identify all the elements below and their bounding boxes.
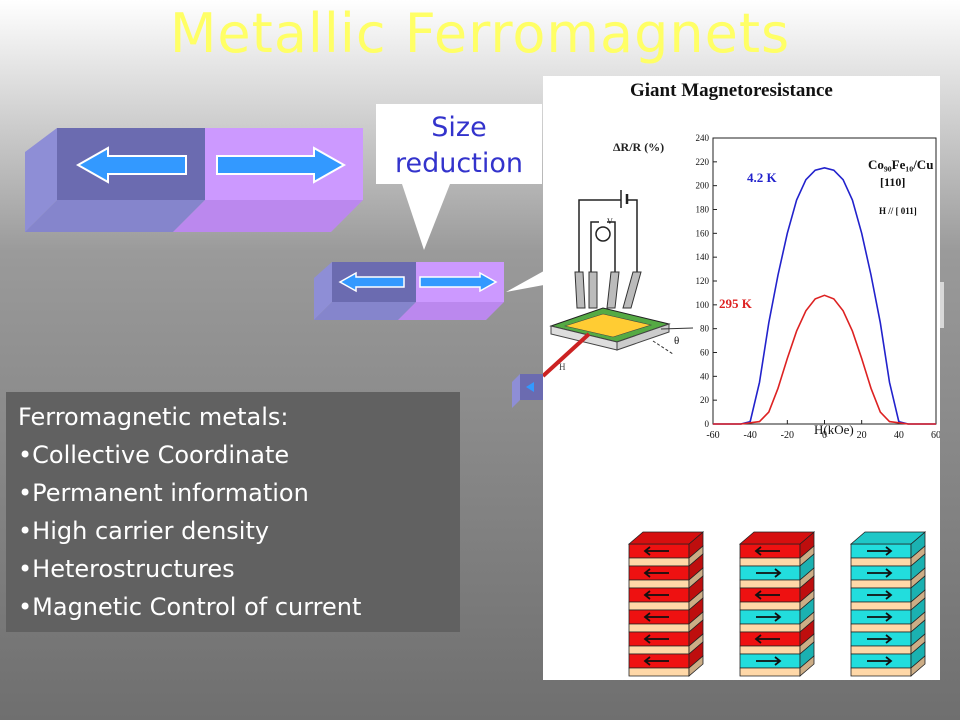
series-line bbox=[713, 166, 936, 425]
x-tick-label: -60 bbox=[706, 430, 719, 441]
gmr-figure: Giant Magnetoresistance ΔR/R (%) H(kOe) … bbox=[541, 80, 942, 677]
y-tick-label: 40 bbox=[700, 371, 710, 381]
y-tick-label: 220 bbox=[696, 157, 710, 167]
list-item: •High carrier density bbox=[18, 517, 270, 545]
y-tick-label: 120 bbox=[696, 276, 710, 286]
x-tick-label: -20 bbox=[781, 430, 794, 441]
figure-title: Giant Magnetoresistance bbox=[630, 80, 833, 101]
x-tick-label: 20 bbox=[857, 430, 867, 441]
size-reduction-callout: Size reduction bbox=[376, 104, 542, 184]
arrow-right-icon bbox=[867, 656, 893, 666]
list-heading: Ferromagnetic metals: bbox=[18, 403, 289, 431]
theta-label: θ bbox=[674, 335, 679, 347]
series-line bbox=[713, 294, 936, 425]
y-tick-label: 100 bbox=[696, 300, 710, 310]
arrow-right-icon bbox=[756, 612, 782, 622]
y-tick-label: 0 bbox=[705, 419, 710, 429]
arrow-left-icon bbox=[643, 656, 669, 666]
large-bar bbox=[25, 128, 363, 232]
small-bar bbox=[512, 374, 544, 408]
arrow-left-icon bbox=[754, 546, 780, 556]
x-tick-label: 40 bbox=[894, 430, 904, 441]
y-tick-label: 140 bbox=[696, 252, 710, 262]
gmr-plot: 020406080100120140160180200220240-60-40-… bbox=[696, 133, 942, 441]
arrow-right-icon bbox=[867, 634, 893, 644]
multilayer-stacks bbox=[627, 531, 927, 677]
arrow-right-icon bbox=[756, 656, 782, 666]
y-tick-label: 180 bbox=[696, 205, 710, 215]
gmr-figure-panel: Giant Magnetoresistance ΔR/R (%) H(kOe) … bbox=[541, 76, 942, 680]
arrow-left-icon bbox=[75, 146, 187, 184]
arrow-left-icon bbox=[754, 590, 780, 600]
field-direction-label: H // [ 011] bbox=[879, 206, 917, 216]
material-label: Co₉₀Fe₁₀/Cu bbox=[868, 157, 933, 172]
arrow-right-icon bbox=[756, 568, 782, 578]
y-tick-label: 20 bbox=[700, 395, 710, 405]
orientation-label: [110] bbox=[880, 175, 905, 189]
x-tick-label: -40 bbox=[743, 430, 756, 441]
arrow-left-icon bbox=[643, 546, 669, 556]
arrow-right-icon bbox=[867, 612, 893, 622]
y-axis-label: ΔR/R (%) bbox=[613, 140, 664, 154]
slide-title: Metallic Ferromagnets bbox=[169, 2, 791, 65]
ferromagnetic-metals-list: Ferromagnetic metals: •Collective Coordi… bbox=[6, 392, 460, 632]
arrow-right-icon bbox=[867, 546, 893, 556]
measurement-setup: V θ H bbox=[541, 190, 694, 378]
arrow-right-icon bbox=[216, 146, 347, 184]
arrow-right-icon bbox=[867, 590, 893, 600]
x-axis-label: H(kOe) bbox=[814, 422, 854, 437]
arrow-left-icon bbox=[643, 568, 669, 578]
y-tick-label: 240 bbox=[696, 133, 710, 143]
arrow-right-icon bbox=[867, 568, 893, 578]
arrow-left-icon bbox=[338, 271, 405, 293]
series-label: 4.2 K bbox=[747, 170, 778, 185]
y-tick-label: 80 bbox=[700, 324, 710, 334]
list-item: •Collective Coordinate bbox=[18, 441, 290, 469]
x-tick-label: 60 bbox=[931, 430, 940, 441]
field-label: H bbox=[559, 362, 566, 372]
series-label: 295 K bbox=[719, 296, 753, 311]
y-tick-label: 200 bbox=[696, 181, 710, 191]
voltmeter-label: V bbox=[607, 217, 613, 226]
arrow-left-icon bbox=[754, 634, 780, 644]
list-item: •Heterostructures bbox=[18, 555, 235, 583]
arrow-left-icon bbox=[643, 634, 669, 644]
x-tick-label: 0 bbox=[822, 430, 827, 441]
y-tick-label: 160 bbox=[696, 228, 710, 238]
y-tick-label: 60 bbox=[700, 348, 710, 358]
callout-line-2: reduction bbox=[395, 148, 523, 179]
arrow-left-icon bbox=[643, 590, 669, 600]
medium-bar bbox=[314, 262, 504, 320]
callout-line-1: Size bbox=[431, 112, 487, 143]
arrow-right-icon bbox=[419, 271, 498, 293]
arrow-left-icon bbox=[643, 612, 669, 622]
list-item: •Magnetic Control of current bbox=[18, 593, 362, 621]
list-item: •Permanent information bbox=[18, 479, 309, 507]
